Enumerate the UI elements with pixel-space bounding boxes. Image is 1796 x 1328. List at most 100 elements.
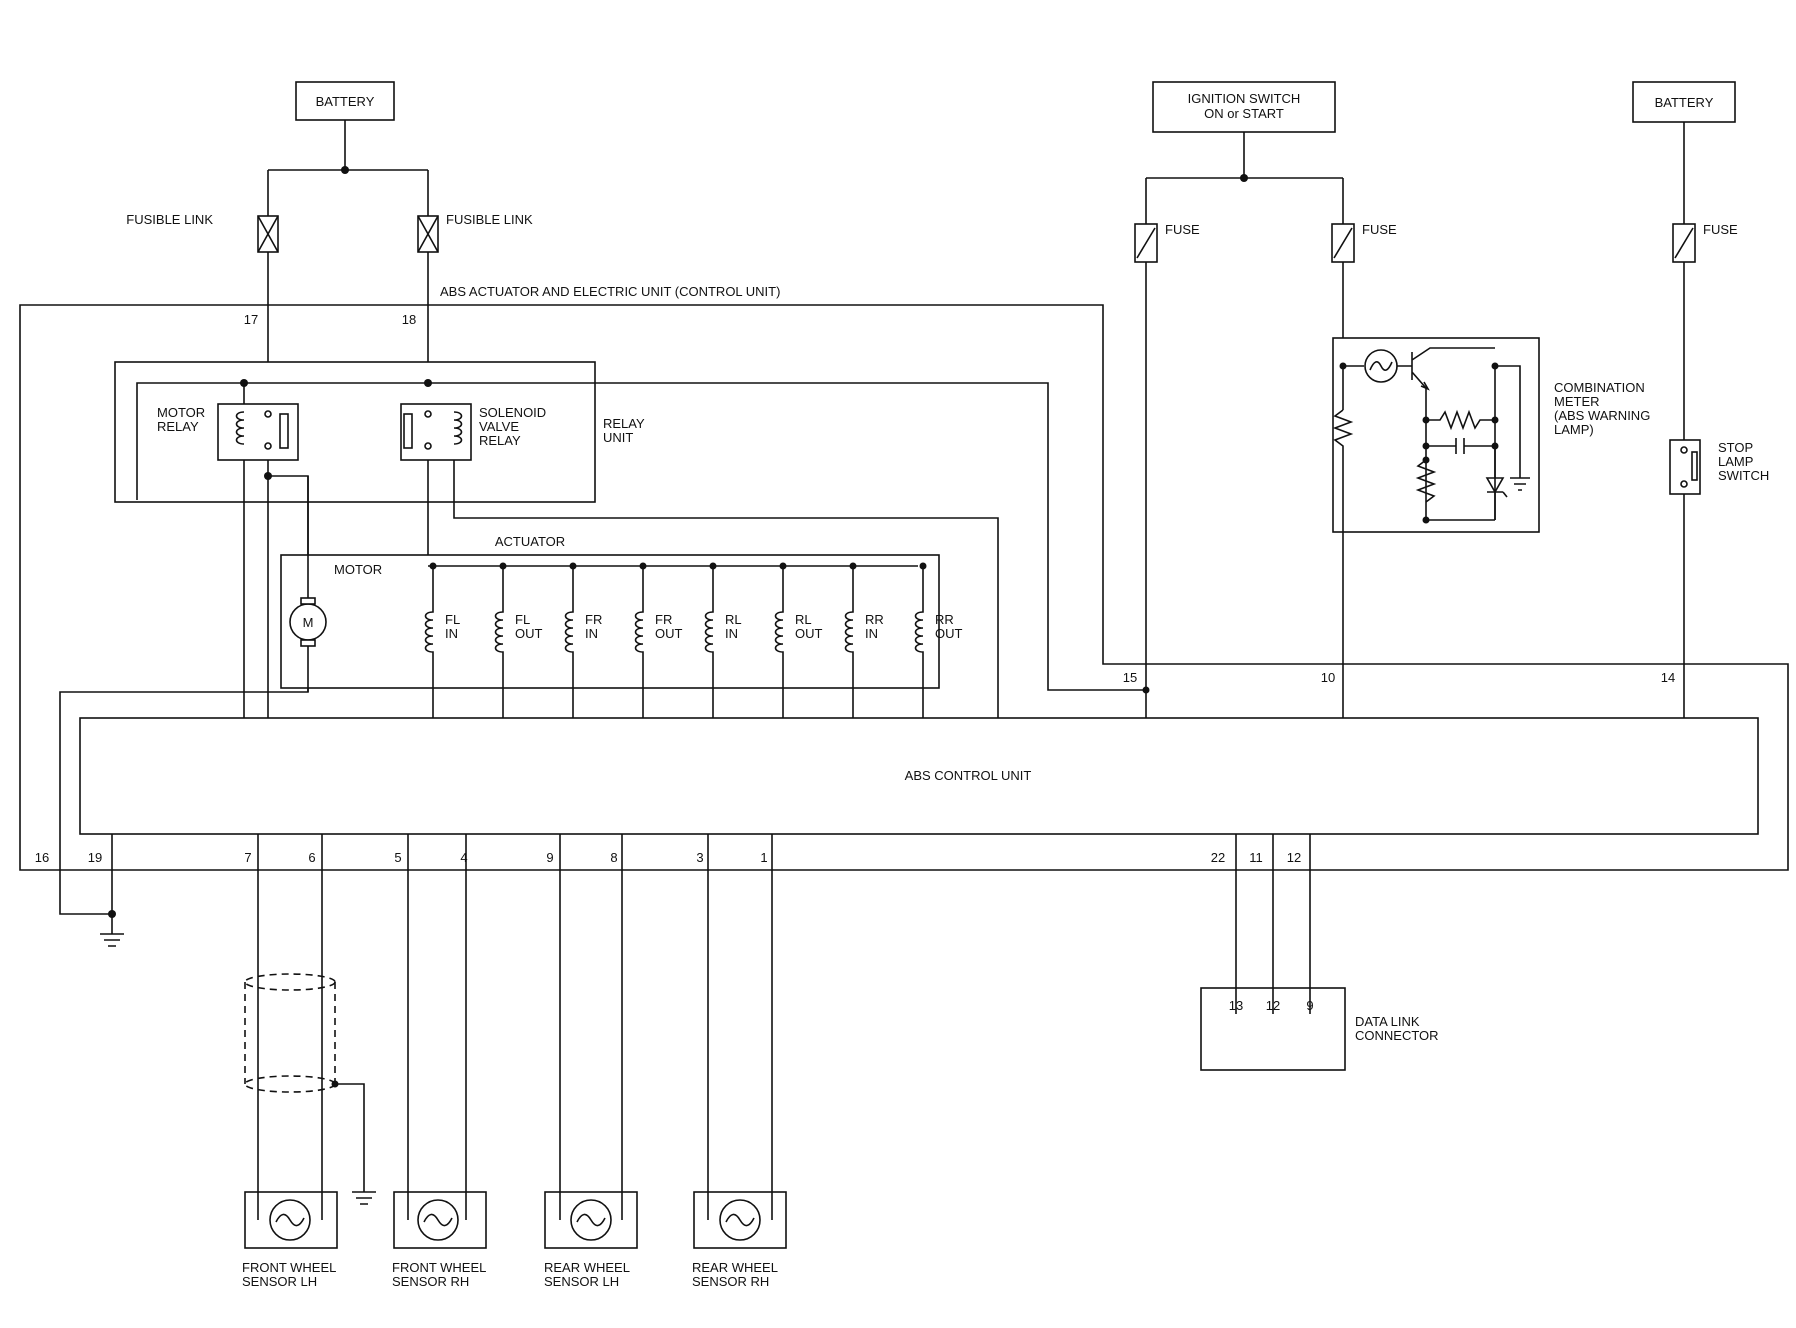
stop-lamp-circuit: FUSE STOP LAMP SWITCH bbox=[1669, 122, 1769, 718]
coil-icon bbox=[774, 566, 784, 718]
ignition-fuse-circuit: FUSE FUSE bbox=[1134, 132, 1397, 718]
svg-text:FUSE: FUSE bbox=[1703, 222, 1738, 237]
svg-text:LAMP): LAMP) bbox=[1554, 422, 1594, 437]
fusible-link-right-label: FUSIBLE LINK bbox=[446, 212, 533, 227]
junction-dot bbox=[919, 562, 927, 570]
svg-text:M: M bbox=[303, 615, 314, 630]
svg-text:FRONT WHEEL: FRONT WHEEL bbox=[392, 1260, 486, 1275]
junction-dot bbox=[569, 562, 577, 570]
svg-text:VALVE: VALVE bbox=[479, 419, 519, 434]
svg-text:COMBINATION: COMBINATION bbox=[1554, 380, 1645, 395]
svg-text:ON or START: ON or START bbox=[1204, 106, 1284, 121]
ignition-switch: IGNITION SWITCH ON or START bbox=[1152, 81, 1336, 133]
ground-circuit: 16 19 bbox=[35, 834, 124, 947]
solenoid-label-line1: RR bbox=[865, 612, 884, 627]
front-wheel-sensor-lh: FRONT WHEEL SENSOR LH bbox=[242, 1191, 338, 1289]
coil-icon bbox=[564, 566, 574, 718]
coil-icon bbox=[494, 566, 504, 718]
svg-text:SENSOR RH: SENSOR RH bbox=[392, 1274, 469, 1289]
svg-text:17: 17 bbox=[244, 312, 258, 327]
svg-text:15: 15 bbox=[1123, 670, 1137, 685]
rear-wheel-sensor-rh: REAR WHEEL SENSOR RH bbox=[692, 1191, 787, 1289]
solenoid-valve-relay: SOLENOID VALVE RELAY bbox=[400, 403, 546, 461]
rear-wheel-sensor-lh: REAR WHEEL SENSOR LH bbox=[544, 1191, 638, 1289]
sensor-icon bbox=[417, 1199, 459, 1241]
junction-dot bbox=[499, 562, 507, 570]
front-wheel-sensor-rh: FRONT WHEEL SENSOR RH bbox=[392, 1191, 487, 1289]
junction-dot bbox=[779, 562, 787, 570]
svg-text:MOTOR: MOTOR bbox=[334, 562, 382, 577]
abs-unit-boundary: ABS ACTUATOR AND ELECTRIC UNIT (CONTROL … bbox=[19, 284, 1789, 871]
svg-text:13: 13 bbox=[1229, 998, 1243, 1013]
solenoid-label-line1: FR bbox=[655, 612, 672, 627]
svg-text:SENSOR RH: SENSOR RH bbox=[692, 1274, 769, 1289]
svg-text:4: 4 bbox=[460, 850, 467, 865]
coil-icon bbox=[424, 566, 434, 718]
svg-text:SOLENOID: SOLENOID bbox=[479, 405, 546, 420]
svg-text:18: 18 bbox=[402, 312, 416, 327]
ground-icon bbox=[352, 1191, 376, 1205]
svg-text:7: 7 bbox=[244, 850, 251, 865]
fusible-link-left-label: FUSIBLE LINK bbox=[126, 212, 213, 227]
solenoid-label-line2: OUT bbox=[655, 626, 683, 641]
svg-text:BATTERY: BATTERY bbox=[316, 94, 375, 109]
svg-text:ABS CONTROL UNIT: ABS CONTROL UNIT bbox=[905, 768, 1032, 783]
battery-right: BATTERY bbox=[1632, 81, 1736, 123]
svg-text:UNIT: UNIT bbox=[603, 430, 633, 445]
solenoid-label-line1: FL bbox=[445, 612, 460, 627]
svg-text:METER: METER bbox=[1554, 394, 1600, 409]
data-link-connector: 22 11 12 13 12 9 DATA LINK CONNECTOR bbox=[1200, 834, 1439, 1071]
svg-text:(ABS WARNING: (ABS WARNING bbox=[1554, 408, 1650, 423]
svg-text:RELAY: RELAY bbox=[603, 416, 645, 431]
coil-icon bbox=[844, 566, 854, 718]
combination-meter: COMBINATION METER (ABS WARNING LAMP) bbox=[1332, 337, 1650, 533]
sensor-icon bbox=[719, 1199, 761, 1241]
svg-text:19: 19 bbox=[88, 850, 102, 865]
junction-dot bbox=[639, 562, 647, 570]
svg-text:22: 22 bbox=[1211, 850, 1225, 865]
svg-text:8: 8 bbox=[610, 850, 617, 865]
svg-text:9: 9 bbox=[1306, 998, 1313, 1013]
svg-text:REAR WHEEL: REAR WHEEL bbox=[544, 1260, 630, 1275]
coil-icon bbox=[914, 566, 924, 718]
svg-text:16: 16 bbox=[35, 850, 49, 865]
svg-text:SENSOR LH: SENSOR LH bbox=[242, 1274, 317, 1289]
solenoid-label-line1: RL bbox=[725, 612, 742, 627]
solenoid-label-line1: FR bbox=[585, 612, 602, 627]
coil-icon bbox=[704, 566, 714, 718]
svg-text:RELAY: RELAY bbox=[157, 419, 199, 434]
svg-text:FUSE: FUSE bbox=[1165, 222, 1200, 237]
solenoid-label-line2: OUT bbox=[795, 626, 823, 641]
relay-unit: RELAY UNIT bbox=[114, 361, 1146, 691]
battery-left: BATTERY bbox=[295, 81, 395, 121]
ground-icon bbox=[100, 933, 124, 947]
solenoid-label-line2: OUT bbox=[515, 626, 543, 641]
solenoid-label-line2: IN bbox=[865, 626, 878, 641]
svg-text:IGNITION SWITCH: IGNITION SWITCH bbox=[1188, 91, 1301, 106]
abs-control-unit: ABS CONTROL UNIT bbox=[79, 717, 1759, 835]
svg-text:MOTOR: MOTOR bbox=[157, 405, 205, 420]
sensor-icon bbox=[269, 1199, 311, 1241]
motor-relay: MOTOR RELAY bbox=[157, 383, 299, 461]
svg-text:RELAY: RELAY bbox=[479, 433, 521, 448]
svg-text:LAMP: LAMP bbox=[1718, 454, 1753, 469]
abs-unit-title: ABS ACTUATOR AND ELECTRIC UNIT (CONTROL … bbox=[440, 284, 780, 299]
svg-text:3: 3 bbox=[696, 850, 703, 865]
sensor-icon bbox=[570, 1199, 612, 1241]
svg-text:DATA LINK: DATA LINK bbox=[1355, 1014, 1420, 1029]
control-unit-top-pins: 15 10 14 bbox=[1123, 670, 1675, 694]
svg-text:6: 6 bbox=[308, 850, 315, 865]
shielded-cable bbox=[244, 973, 376, 1205]
solenoid-label-line2: IN bbox=[445, 626, 458, 641]
svg-text:9: 9 bbox=[546, 850, 553, 865]
svg-text:CONNECTOR: CONNECTOR bbox=[1355, 1028, 1439, 1043]
svg-text:5: 5 bbox=[394, 850, 401, 865]
